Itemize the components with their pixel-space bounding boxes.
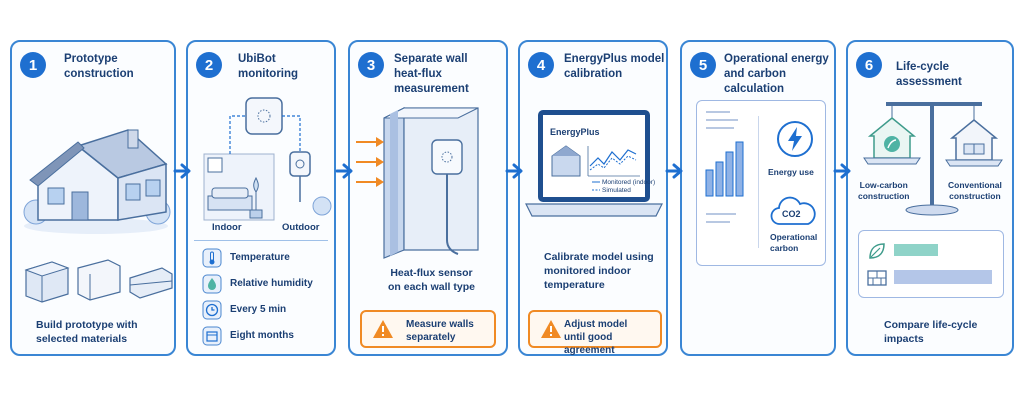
house-icon — [23, 129, 171, 234]
thermometer-icon — [202, 248, 222, 268]
conventional-label: Conventional construction — [948, 180, 1002, 201]
step-title: Life-cycle assessment — [896, 61, 962, 88]
bar-chart-icon — [705, 111, 744, 223]
legend-simulated: Simulated — [602, 187, 631, 194]
clock-icon — [202, 300, 222, 320]
step-panel-6: 6 Life-cycle assessment Low-carbon const… — [846, 40, 1014, 356]
co2-symbol: CO2 — [782, 209, 801, 219]
arrow-right-icon — [335, 163, 353, 179]
step-title: Separate wall heat-flux measurement — [394, 53, 469, 95]
warning-box: Measure walls separately — [360, 310, 496, 348]
outdoor-label: Outdoor — [282, 222, 320, 233]
brick-icon — [867, 270, 887, 286]
arrow-right-icon — [665, 163, 683, 179]
arrow-right-icon — [833, 163, 851, 179]
step-title: UbiBot monitoring — [238, 53, 299, 80]
step-caption: Compare life-cycle impacts — [884, 319, 978, 345]
energy-use-label: Energy use — [768, 167, 814, 177]
step-title: Prototype construction — [64, 53, 134, 80]
step-title: Operational energy and carbon calculatio… — [724, 53, 829, 95]
step-title: EnergyPlus model calibration — [564, 53, 665, 80]
list-label: Eight months — [230, 330, 294, 341]
warning-icon — [373, 320, 393, 338]
arrow-right-icon — [505, 163, 523, 179]
laptop-icon — [525, 110, 663, 217]
arrow-right-icon — [173, 163, 191, 179]
screen-label: EnergyPlus — [550, 127, 600, 137]
list-label: Relative humidity — [230, 278, 313, 289]
droplet-icon — [202, 274, 222, 294]
step-number-badge: 5 — [690, 52, 716, 78]
conventional-impact-bar — [894, 270, 992, 284]
sensor-setup-icon — [203, 97, 332, 221]
step-caption: Heat-flux sensor on each wall type — [388, 267, 475, 293]
step-number-badge: 3 — [358, 52, 384, 78]
warning-box: Adjust model until good agreement — [528, 310, 662, 356]
materials-icon — [24, 259, 173, 303]
comparison-card — [858, 230, 1004, 298]
list-label: Temperature — [230, 252, 290, 263]
step-caption: Calibrate model using monitored indoor t… — [544, 251, 654, 291]
scale-icon — [863, 102, 1003, 216]
leaf-icon — [869, 243, 885, 259]
step-panel-5: 5 Operational energy and carbon calculat… — [680, 40, 836, 356]
step-number-badge: 6 — [856, 52, 882, 78]
step-caption: Build prototype with selected materials — [36, 319, 138, 345]
carbon-label: Operational carbon — [770, 232, 818, 253]
low-carbon-label: Low-carbon construction — [858, 180, 910, 201]
step-panel-4: 4 EnergyPlus model calibration EnergyPlu… — [518, 40, 668, 356]
warning-text: Adjust model until good agreement — [564, 319, 628, 356]
co2-cloud-icon — [770, 196, 816, 225]
indoor-label: Indoor — [212, 222, 242, 233]
list-label: Every 5 min — [230, 304, 287, 315]
low-carbon-impact-bar — [894, 244, 938, 256]
warning-icon — [541, 320, 561, 338]
wall-heat-flux-icon — [356, 107, 479, 259]
step-number-badge: 2 — [196, 52, 222, 78]
step-number-badge: 4 — [528, 52, 554, 78]
step-panel-2: 2 UbiBot monitoring Indoor Outdoor Tempe… — [186, 40, 336, 356]
step-panel-1: 1 Prototype construction Build prototype… — [10, 40, 176, 356]
bolt-icon — [777, 121, 813, 157]
warning-text: Measure walls separately — [406, 319, 474, 343]
legend-monitored: Monitored (indoor) — [602, 179, 656, 186]
step-panel-3: 3 Separate wall heat-flux measurement He… — [348, 40, 508, 356]
step-number-badge: 1 — [20, 52, 46, 78]
calendar-icon — [202, 326, 222, 346]
card-divider — [758, 116, 759, 248]
